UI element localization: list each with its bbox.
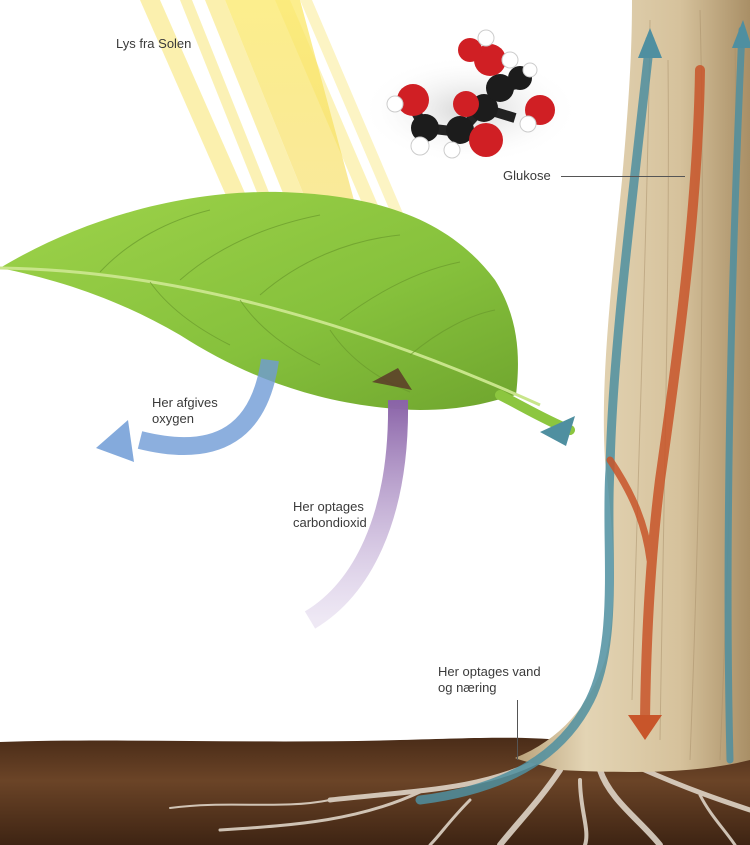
water-label: Her optages vand og næring <box>438 664 541 696</box>
oxygen-label-line1: Her afgives <box>152 395 218 410</box>
water-flow <box>415 26 746 805</box>
sunlight-label: Lys fra Solen <box>116 36 192 51</box>
water-arrow-head <box>638 28 662 58</box>
oxygen-label: Her afgives oxygen <box>152 395 218 427</box>
stem-arrow-head <box>540 416 575 446</box>
glucose-molecule-icon <box>360 29 580 165</box>
co2-label: Her optages carbondioxid <box>293 499 367 531</box>
water-arrow-head-right <box>732 20 750 48</box>
leaf <box>0 191 575 435</box>
co2-arrow <box>304 368 412 629</box>
sugar-flow <box>606 65 705 725</box>
glucose-label: Glukose <box>503 168 551 183</box>
co2-label-line1: Her optages <box>293 499 364 514</box>
sun-rays <box>140 0 440 300</box>
sugar-arrow-head <box>628 715 662 740</box>
co2-label-line2: carbondioxid <box>293 515 367 530</box>
oxygen-label-line2: oxygen <box>152 411 194 426</box>
glucose-leader-line <box>561 176 685 177</box>
water-label-line1: Her optages vand <box>438 664 541 679</box>
water-label-line2: og næring <box>438 680 497 695</box>
oxygen-arrow <box>96 358 279 462</box>
water-leader-line <box>517 700 518 760</box>
